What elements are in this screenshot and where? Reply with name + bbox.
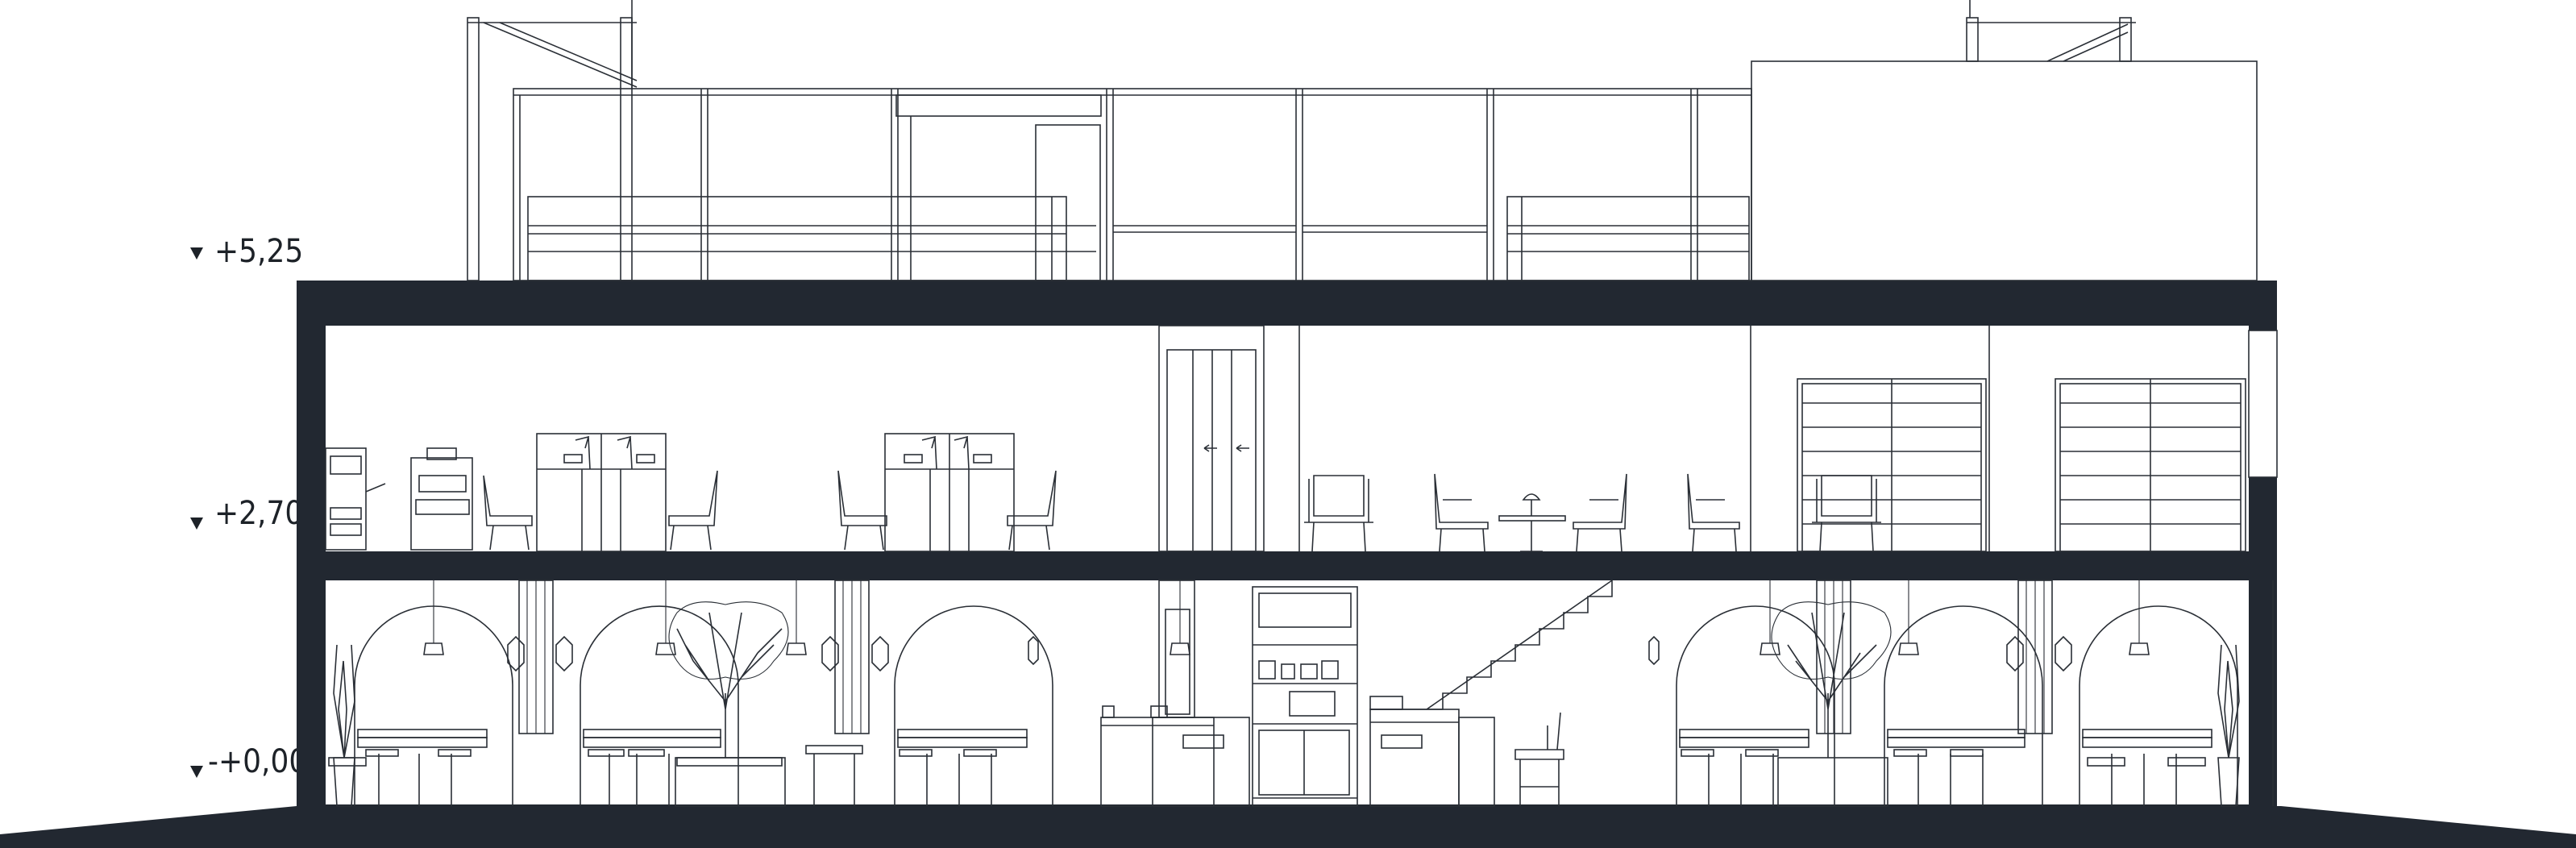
shelving-right	[2055, 378, 2246, 552]
level-triangle-icon	[190, 766, 203, 778]
cafe-seating	[328, 729, 2212, 806]
first-floor-interior	[325, 325, 2278, 552]
elevator-core	[1158, 325, 1265, 552]
arch-3	[894, 605, 1053, 806]
right-wall-lower	[2249, 477, 2277, 806]
level-triangle-icon	[190, 247, 203, 260]
first-floor-slab	[297, 551, 2277, 580]
level-triangle-icon	[190, 518, 203, 530]
level-label-ground: -+0,00	[208, 743, 307, 780]
arch-6	[2079, 605, 2238, 806]
ground-floor-interior	[328, 580, 2274, 807]
level-marker-first: +2,70	[190, 495, 303, 532]
rooftop-structure	[467, 0, 2258, 281]
right-wall-upper	[2249, 281, 2277, 330]
arch-4	[1676, 605, 1835, 806]
pendant-lamps	[423, 580, 2150, 655]
level-marker-roof: +5,25	[190, 233, 303, 270]
left-wall	[297, 281, 326, 806]
acoustic-panels	[518, 580, 2053, 734]
wall-sconces	[507, 635, 2072, 672]
structural-cut	[297, 281, 2277, 811]
arch-5	[1884, 605, 2043, 806]
bar-counter	[1100, 580, 1495, 807]
ground-terrain	[0, 806, 2576, 848]
level-label-roof: +5,25	[214, 233, 303, 270]
level-marker-ground: -+0,00	[190, 743, 307, 780]
indoor-tree-left	[668, 601, 789, 807]
level-label-first: +2,70	[214, 495, 303, 532]
ground-slab	[297, 804, 2277, 811]
staircase	[1370, 580, 1613, 710]
potted-plants	[333, 644, 2240, 807]
roof-slab	[297, 281, 2277, 326]
printer	[410, 457, 473, 551]
bar-stool	[1514, 712, 1564, 806]
indoor-tree-right	[1771, 601, 1892, 807]
shelving-left	[1797, 378, 1987, 552]
arch-2	[580, 605, 739, 806]
copier	[325, 447, 367, 551]
